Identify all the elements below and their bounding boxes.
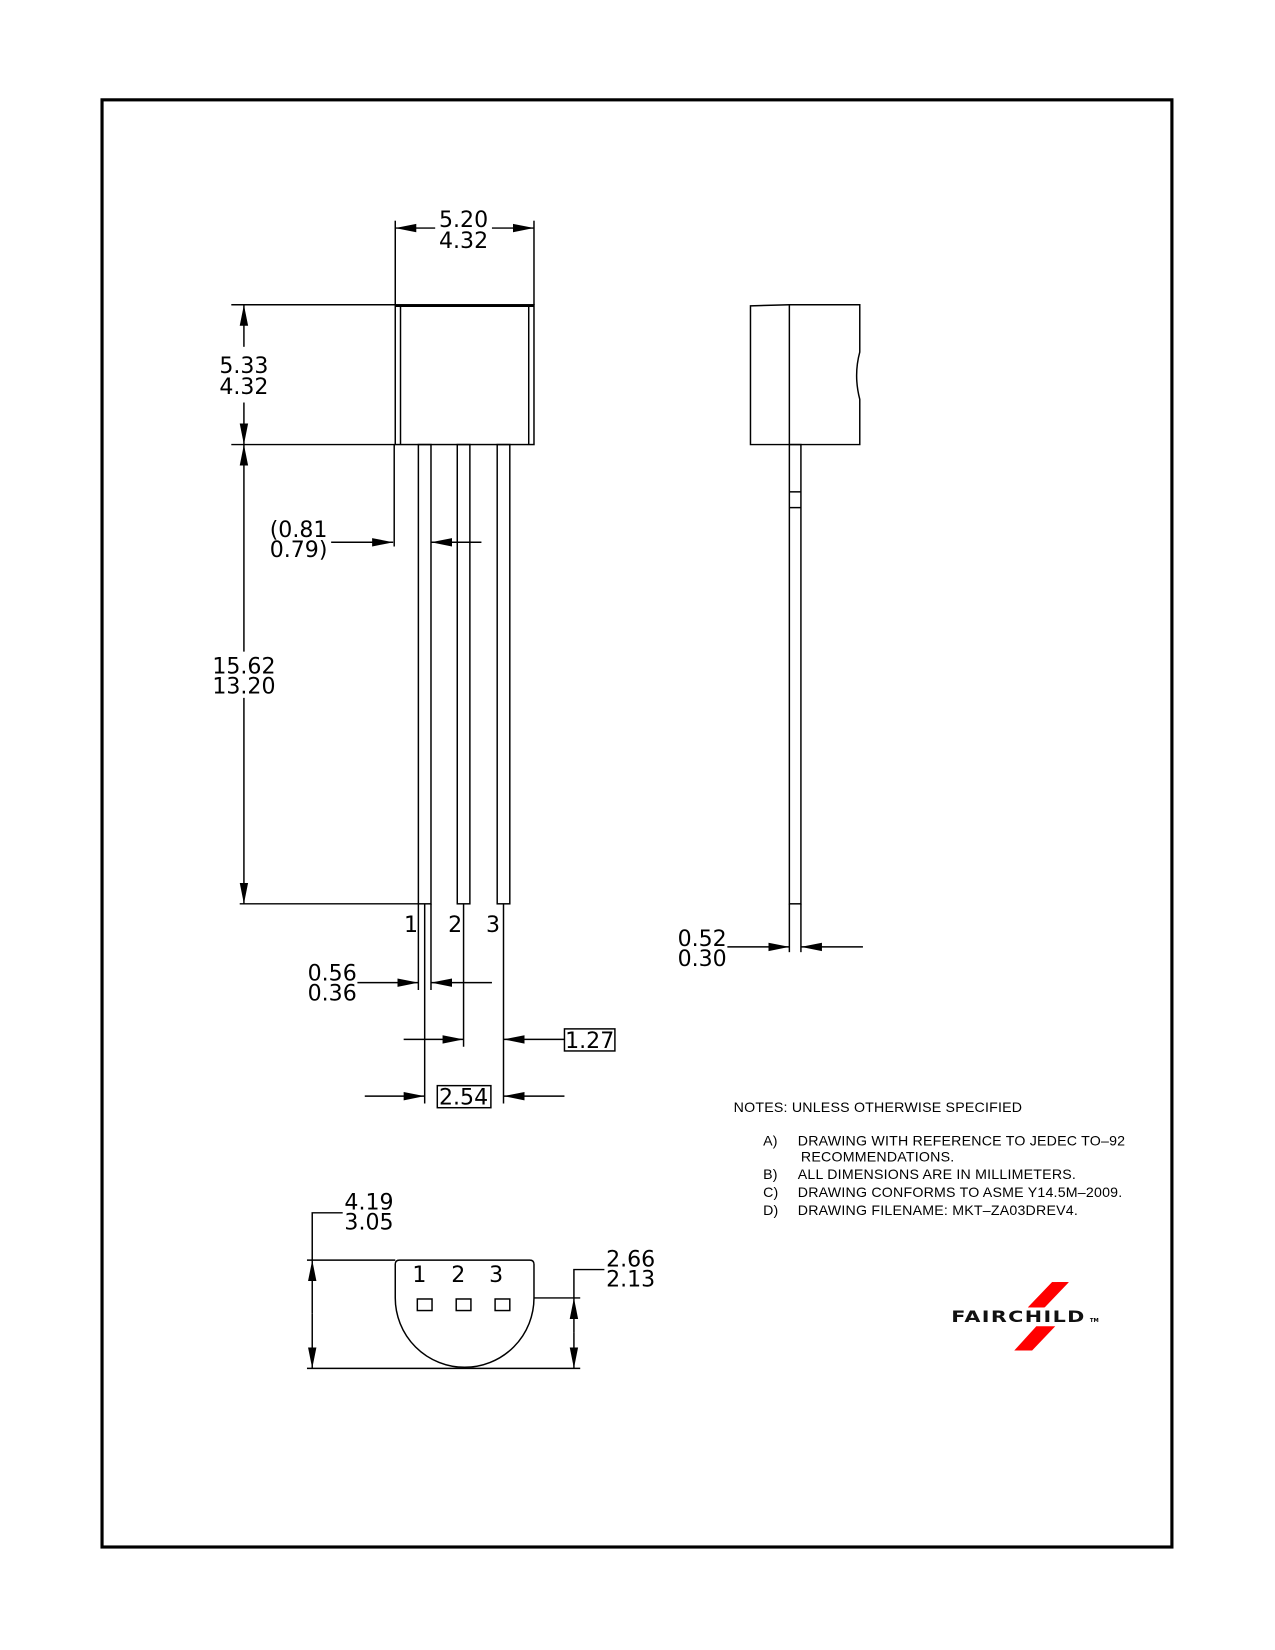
dim-body-width-max: 5.20 [439, 208, 488, 233]
drawing-frame [100, 98, 1174, 1549]
note-text: DRAWING CONFORMS TO ASME Y14.5M–2009. [798, 1185, 1123, 1201]
side-lead [788, 443, 802, 905]
dim-lead-width-min: 0.36 [308, 982, 357, 1007]
dim-body-height-min: 4.32 [219, 375, 268, 400]
note-letter: B) [763, 1167, 778, 1183]
dim-flat-max: 2.66 [606, 1247, 655, 1272]
dim-flat-min: 2.13 [606, 1267, 655, 1292]
dim-lead-offset-min: 0.79) [270, 538, 328, 563]
note-text: ALL DIMENSIONS ARE IN MILLIMETERS. [798, 1167, 1076, 1183]
lead-3 [496, 443, 511, 905]
logo-text: FAIRCHILD [951, 1307, 1086, 1326]
fairchild-logo: FAIRCHILD TM [951, 1282, 1099, 1351]
note-letter: D) [763, 1203, 778, 1219]
dim-lead-offset-max: (0.81 [270, 518, 328, 543]
pin-label: 3 [486, 913, 500, 938]
dim-body-depth-min: 3.05 [344, 1211, 393, 1236]
pin-label: 3 [489, 1263, 503, 1288]
dim-span-basic: 2.54 [439, 1086, 488, 1111]
dim-lead-length-min: 13.20 [212, 675, 275, 700]
side-view: 0.52 0.30 [678, 304, 863, 972]
note-letter: A) [763, 1134, 778, 1150]
front-view: 1 2 3 5.20 4.32 5.33 4.32 15.62 13.20 (0… [212, 208, 616, 1111]
note-letter: C) [763, 1185, 778, 1201]
dim-body-width-min: 4.32 [439, 229, 488, 254]
dim-body-depth-max: 4.19 [344, 1191, 393, 1216]
dim-lead-width-max: 0.56 [308, 962, 357, 987]
package-body [394, 304, 535, 446]
logo-tm: TM [1090, 1318, 1099, 1324]
notes-title: NOTES: UNLESS OTHERWISE SPECIFIED [734, 1100, 1023, 1116]
dim-lead-thickness-max: 0.52 [678, 927, 727, 952]
pin-label: 2 [451, 1263, 465, 1288]
dim-lead-thickness-min: 0.30 [678, 947, 727, 972]
lead-2 [456, 443, 471, 905]
pin-label: 1 [404, 913, 418, 938]
lead-1 [417, 443, 432, 905]
note-text: RECOMMENDATIONS. [801, 1149, 954, 1165]
note-text: DRAWING FILENAME: MKT–ZA03DREV4. [798, 1203, 1078, 1219]
dim-pitch-basic: 1.27 [565, 1029, 614, 1054]
dim-body-height-max: 5.33 [219, 354, 268, 379]
dim-lead-length-max: 15.62 [212, 655, 275, 680]
notes: NOTES: UNLESS OTHERWISE SPECIFIED A) DRA… [734, 1100, 1125, 1219]
pin-label: 1 [412, 1263, 426, 1288]
bottom-view: 1 2 3 4.19 3.05 2.66 2.13 [306, 1191, 655, 1370]
note-text: DRAWING WITH REFERENCE TO JEDEC TO–92 [798, 1134, 1125, 1150]
pin-label: 2 [448, 913, 462, 938]
